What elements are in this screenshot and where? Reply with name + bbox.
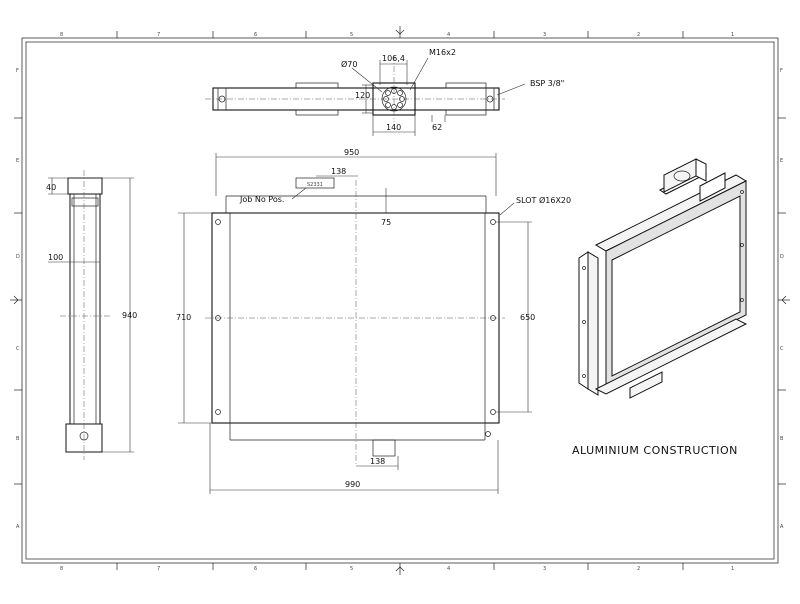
thread-label-m16: M16x2	[429, 48, 456, 57]
dim-950: 950	[344, 148, 359, 157]
dim-650: 650	[520, 313, 535, 322]
zone-top-3: 3	[543, 32, 546, 38]
dim-100: 100	[48, 253, 63, 262]
zone-top-5: 5	[350, 32, 353, 38]
dim-120: 120	[355, 91, 370, 100]
zone-right-e: E	[780, 158, 783, 164]
material-note: ALUMINIUM CONSTRUCTION	[572, 444, 738, 457]
zone-right-f: F	[780, 68, 783, 74]
job-tag: S2331	[307, 182, 323, 188]
dim-62: 62	[432, 123, 442, 132]
zone-bottom-6: 6	[254, 566, 257, 572]
top-view: Ø70 106,4 M16x2 120 BSP 3/8" 140 62	[205, 48, 564, 136]
zone-bottom-2: 2	[637, 566, 640, 572]
bsp-label: BSP 3/8"	[530, 79, 564, 88]
front-view: 950 138 Job No Pos. S2331 75 SLOT Ø16X20…	[176, 148, 571, 494]
dim-940: 940	[122, 311, 137, 320]
dim-990: 990	[345, 480, 360, 489]
dim-710: 710	[176, 313, 191, 322]
dim-140: 140	[386, 123, 401, 132]
zone-markers: 8 7 6 5 4 3 2 1 8 7 6 5 4 3 2 1 F E D C …	[10, 26, 790, 575]
zone-right-a: A	[780, 524, 784, 530]
zone-right-c: C	[780, 346, 784, 352]
zone-left-f: F	[16, 68, 19, 74]
dim-dia-70: Ø70	[341, 59, 357, 69]
zone-bottom-5: 5	[350, 566, 353, 572]
zone-left-e: E	[16, 158, 19, 164]
zone-left-c: C	[16, 346, 20, 352]
dim-138-top: 138	[331, 167, 346, 176]
zone-bottom-1: 1	[731, 566, 734, 572]
zone-left-d: D	[16, 254, 20, 260]
dim-138-bottom: 138	[370, 457, 385, 466]
zone-bottom-4: 4	[447, 566, 450, 572]
zone-right-b: B	[780, 436, 784, 442]
job-number-label: Job No Pos.	[239, 195, 284, 204]
zone-left-b: B	[16, 436, 20, 442]
zone-top-7: 7	[157, 32, 160, 38]
dim-75: 75	[381, 218, 391, 227]
zone-top-1: 1	[731, 32, 734, 38]
zone-top-6: 6	[254, 32, 257, 38]
isometric-view	[578, 158, 748, 399]
zone-top-2: 2	[637, 32, 640, 38]
zone-top-4: 4	[447, 32, 450, 38]
zone-top-8: 8	[60, 32, 63, 38]
dim-106-4: 106,4	[382, 54, 405, 63]
zone-right-d: D	[780, 254, 784, 260]
slot-label: SLOT Ø16X20	[516, 195, 571, 205]
zone-left-a: A	[16, 524, 20, 530]
zone-bottom-7: 7	[157, 566, 160, 572]
dim-40: 40	[46, 183, 56, 192]
side-view: 40 100 940	[46, 170, 137, 460]
zone-bottom-8: 8	[60, 566, 63, 572]
zone-bottom-3: 3	[543, 566, 546, 572]
